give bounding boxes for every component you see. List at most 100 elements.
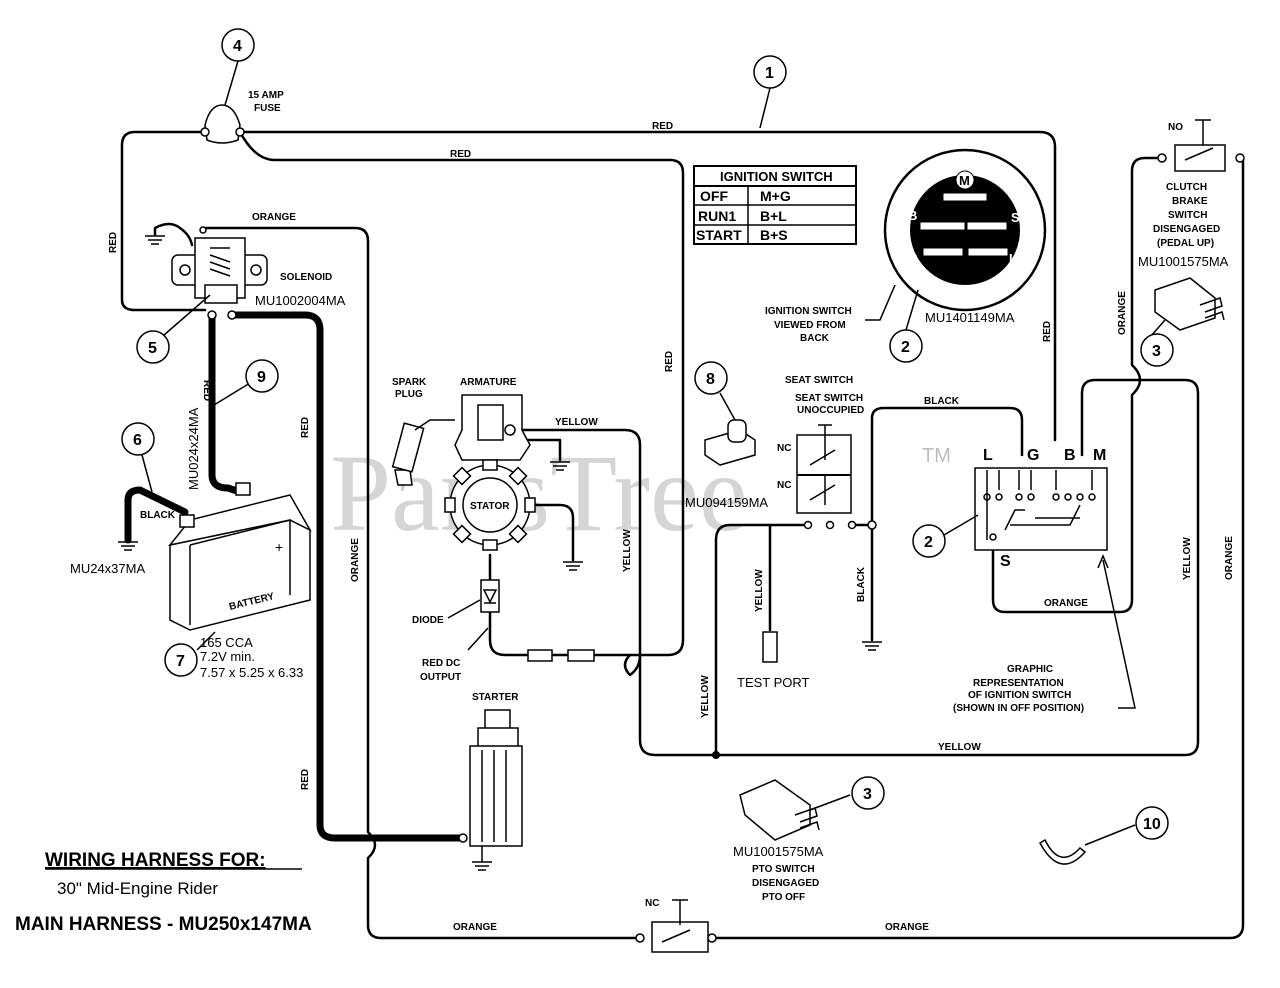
seat-nc-2: NC	[777, 480, 791, 491]
callout-2b: 2	[924, 534, 933, 551]
armature-stator: STATOR ARMATURE YELLOW SPARK PLUG DIODE …	[391, 377, 598, 683]
clutch-no-label: NO	[1168, 122, 1183, 133]
graphic-term-l: L	[983, 447, 993, 464]
ignition-switch-back: M B S G L IGNITION SWITCH VIEWED FROM BA…	[765, 148, 1047, 344]
battery-spec-1: 165 CCA	[200, 635, 253, 650]
graphic-term-g: G	[1027, 447, 1039, 464]
fuse-label-2: FUSE	[254, 103, 281, 114]
label-orange-2: ORANGE	[350, 538, 361, 582]
ign-row-run-conn: B+L	[760, 208, 787, 224]
label-red-4: RED	[201, 380, 212, 401]
label-yellow-5: YELLOW	[1182, 537, 1193, 580]
clip-item-10	[1038, 824, 1136, 865]
label-orange-1: ORANGE	[252, 212, 296, 223]
test-port-label: TEST PORT	[737, 675, 810, 690]
ign-term-g: G	[908, 251, 918, 266]
pto-label-3: PTO OFF	[762, 892, 805, 903]
watermark: PartsTree	[330, 432, 748, 554]
label-orange-3: ORANGE	[453, 922, 497, 933]
graphic-label-3: OF IGNITION SWITCH	[968, 690, 1071, 701]
ign-term-l: L	[1009, 251, 1017, 266]
wires	[120, 130, 1245, 940]
label-red-7: RED	[664, 351, 675, 372]
graphic-label-1: GRAPHIC	[1007, 664, 1053, 675]
seat-switch: SEAT SWITCH SEAT SWITCH UNOCCUPIED NC NC	[712, 375, 877, 759]
seat-nc-1: NC	[777, 443, 791, 454]
callout-6: 6	[133, 432, 142, 449]
callout-8: 8	[706, 371, 715, 388]
clutch-label-4: DISENGAGED	[1153, 224, 1220, 235]
label-yellow-3: YELLOW	[754, 569, 765, 612]
callout-9: 9	[257, 369, 266, 386]
ign-row-run-pos: RUN1	[698, 208, 736, 224]
callout-3b: 3	[863, 786, 872, 803]
red-dc-label-2: OUTPUT	[420, 672, 461, 683]
label-orange-5: ORANGE	[1044, 598, 1088, 609]
battery-spec-3: 7.57 x 5.25 x 6.33	[200, 665, 303, 680]
solenoid-part-number: MU1002004MA	[255, 293, 346, 308]
ign-row-start-conn: B+S	[760, 227, 788, 243]
label-red-5: RED	[300, 417, 311, 438]
pos-cable-part-number: MU024x24MA	[186, 407, 201, 490]
pto-label-1: PTO SWITCH	[752, 864, 815, 875]
clutch-brake-switch: NO CLUTCH BRAKE SWITCH DISENGAGED (PEDAL…	[1138, 119, 1245, 331]
graphic-term-m: M	[1093, 447, 1106, 464]
label-orange-7: ORANGE	[1224, 536, 1235, 580]
starter-label: STARTER	[472, 692, 519, 703]
callout-10: 10	[1143, 816, 1161, 833]
title-line-3: MAIN HARNESS - MU250x147MA	[15, 914, 312, 935]
fuse-label-1: 15 AMP	[248, 90, 284, 101]
label-black-1: BLACK	[924, 396, 960, 407]
seat-unocc-1: SEAT SWITCH	[795, 393, 863, 404]
watermark-tm: TM	[922, 445, 951, 467]
label-red-3: RED	[108, 232, 119, 253]
ign-row-off-pos: OFF	[700, 188, 728, 204]
callout-1: 1	[765, 65, 774, 82]
red-dc-label-1: RED DC	[422, 658, 460, 669]
seat-unocc-2: UNOCCUPIED	[797, 405, 864, 416]
ignition-graphic: L G B M S GRAPHIC REPRESENTATION OF IGNI…	[953, 447, 1136, 714]
graphic-label-2: REPRESENTATION	[973, 678, 1064, 689]
ground-symbols	[118, 235, 882, 871]
pto-switch-item: MU1001575MA PTO SWITCH DISENGAGED PTO OF…	[733, 779, 851, 903]
test-port: TEST PORT	[737, 631, 810, 690]
solenoid: SOLENOID MU1002004MA	[171, 226, 346, 320]
ign-back-label-3: BACK	[800, 333, 830, 344]
item8-part-number: MU094159MA	[685, 495, 768, 510]
label-red-8: RED	[1042, 321, 1053, 342]
seat-switch-title: SEAT SWITCH	[785, 375, 853, 386]
pto-label-2: DISENGAGED	[752, 878, 819, 889]
label-orange-6: ORANGE	[1117, 291, 1128, 335]
armature-label: ARMATURE	[460, 377, 517, 388]
spark-plug-label-1: SPARK	[392, 377, 427, 388]
ign-term-s: S	[1011, 210, 1020, 225]
neg-cable-part-number: MU24x37MA	[70, 561, 145, 576]
bottom-nc-switch: NC	[635, 898, 717, 953]
title-line-1: WIRING HARNESS FOR:	[45, 850, 266, 871]
callout-5: 5	[148, 340, 157, 357]
ign-term-b: B	[908, 208, 917, 223]
item-8: MU094159MA	[685, 392, 768, 510]
ign-row-start-pos: START	[696, 227, 742, 243]
fuse: 15 AMP FUSE	[200, 90, 284, 144]
ign-row-off-conn: M+G	[760, 188, 791, 204]
clutch-part-number: MU1001575MA	[1138, 254, 1229, 269]
label-red-6: RED	[300, 769, 311, 790]
clutch-label-2: BRAKE	[1172, 196, 1208, 207]
spark-plug-label-2: PLUG	[395, 389, 423, 400]
clutch-label-5: (PEDAL UP)	[1157, 238, 1214, 249]
ignition-switch-table: IGNITION SWITCH OFF M+G RUN1 B+L START B…	[693, 165, 857, 245]
label-yellow-4: YELLOW	[938, 742, 981, 753]
ign-back-label-1: IGNITION SWITCH	[765, 306, 852, 317]
callout-2a: 2	[901, 339, 910, 356]
label-yellow-2: YELLOW	[700, 675, 711, 718]
ign-term-m: M	[959, 173, 970, 188]
callout-7: 7	[176, 653, 185, 670]
wire-labels: RED RED RED RED RED RED RED RED ORANGE O…	[108, 121, 1235, 933]
label-orange-4: ORANGE	[885, 922, 929, 933]
callout-3a: 3	[1152, 343, 1161, 360]
title-block: WIRING HARNESS FOR: 30" Mid-Engine Rider…	[15, 850, 312, 935]
graphic-term-s: S	[1000, 553, 1011, 570]
battery-spec-2: 7.2V min.	[200, 649, 255, 664]
